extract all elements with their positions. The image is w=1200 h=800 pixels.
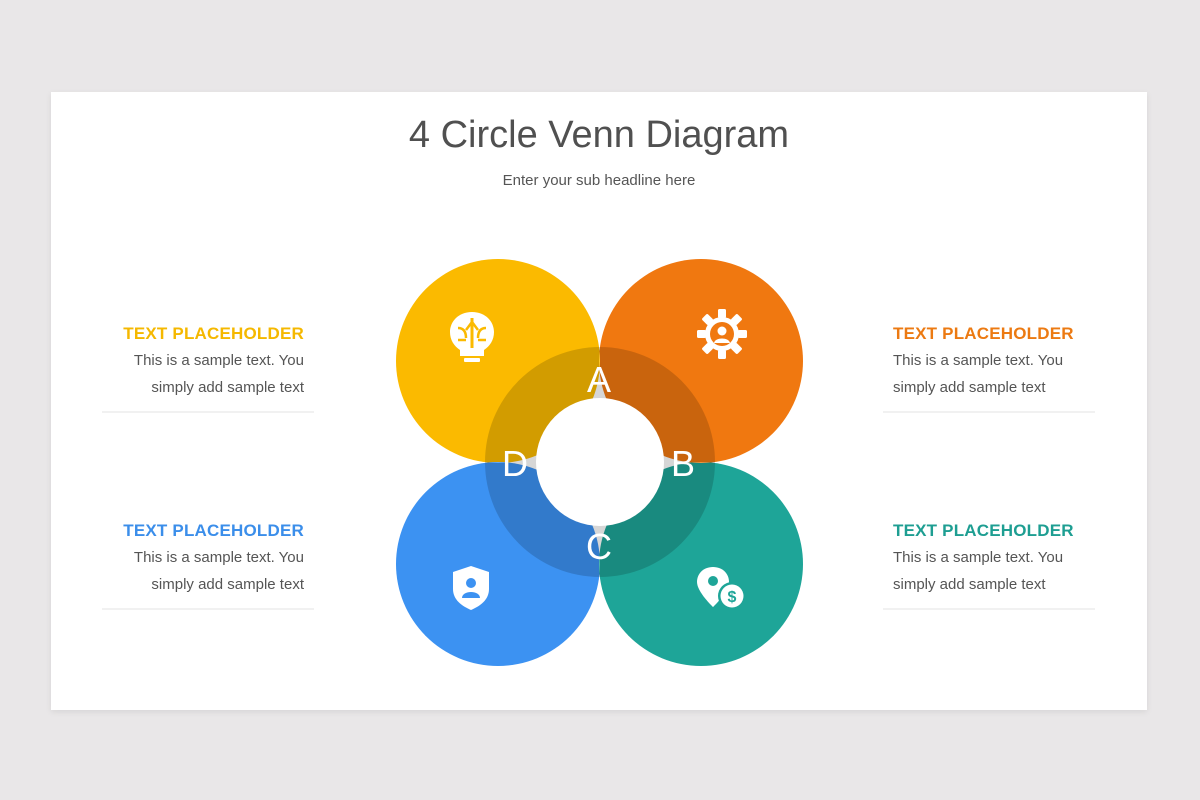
text-block-line: simply add sample text (151, 576, 304, 593)
venn-circle-teal (599, 462, 803, 666)
text-block-line: This is a sample text. You (133, 352, 304, 369)
overlap-label-b: B (671, 443, 695, 484)
text-block-line: This is a sample text. You (893, 352, 1064, 369)
overlap-label-a: A (587, 359, 611, 400)
text-block-line: This is a sample text. You (133, 549, 304, 566)
text-block-top-left: TEXT PLACEHOLDER This is a sample text. … (102, 323, 314, 413)
page-title: 4 Circle Venn Diagram (408, 114, 790, 156)
location-dollar-icon: $ (697, 567, 746, 610)
text-block-body: This is a sample text. You simply add sa… (883, 544, 1095, 598)
svg-text:$: $ (728, 589, 737, 606)
shield-user-icon (453, 566, 489, 610)
text-block-line: simply add sample text (893, 379, 1046, 396)
text-block-line: simply add sample text (893, 576, 1046, 593)
venn-center (536, 398, 664, 526)
text-block-top-right: TEXT PLACEHOLDER This is a sample text. … (883, 323, 1095, 413)
text-block-body: This is a sample text. You simply add sa… (102, 544, 314, 598)
venn-circle-yellow (396, 259, 600, 463)
text-block-heading: TEXT PLACEHOLDER (123, 521, 304, 540)
text-block-body: This is a sample text. You simply add sa… (102, 347, 314, 401)
venn-circle-orange (599, 259, 803, 463)
text-block-bottom-left: TEXT PLACEHOLDER This is a sample text. … (102, 520, 314, 610)
brain-lightbulb-icon (450, 312, 494, 362)
venn-circle-blue (396, 462, 600, 666)
text-block-line: This is a sample text. You (893, 549, 1064, 566)
page-subtitle: Enter your sub headline here (502, 172, 696, 189)
text-block-heading: TEXT PLACEHOLDER (893, 521, 1074, 540)
text-block-heading: TEXT PLACEHOLDER (893, 324, 1074, 343)
text-block-heading: TEXT PLACEHOLDER (123, 324, 304, 343)
text-block-line: simply add sample text (151, 379, 304, 396)
gear-user-icon (697, 309, 747, 359)
text-block-bottom-right: TEXT PLACEHOLDER This is a sample text. … (883, 520, 1095, 610)
overlap-label-c: C (586, 526, 612, 567)
text-block-body: This is a sample text. You simply add sa… (883, 347, 1095, 401)
overlap-label-d: D (502, 443, 528, 484)
